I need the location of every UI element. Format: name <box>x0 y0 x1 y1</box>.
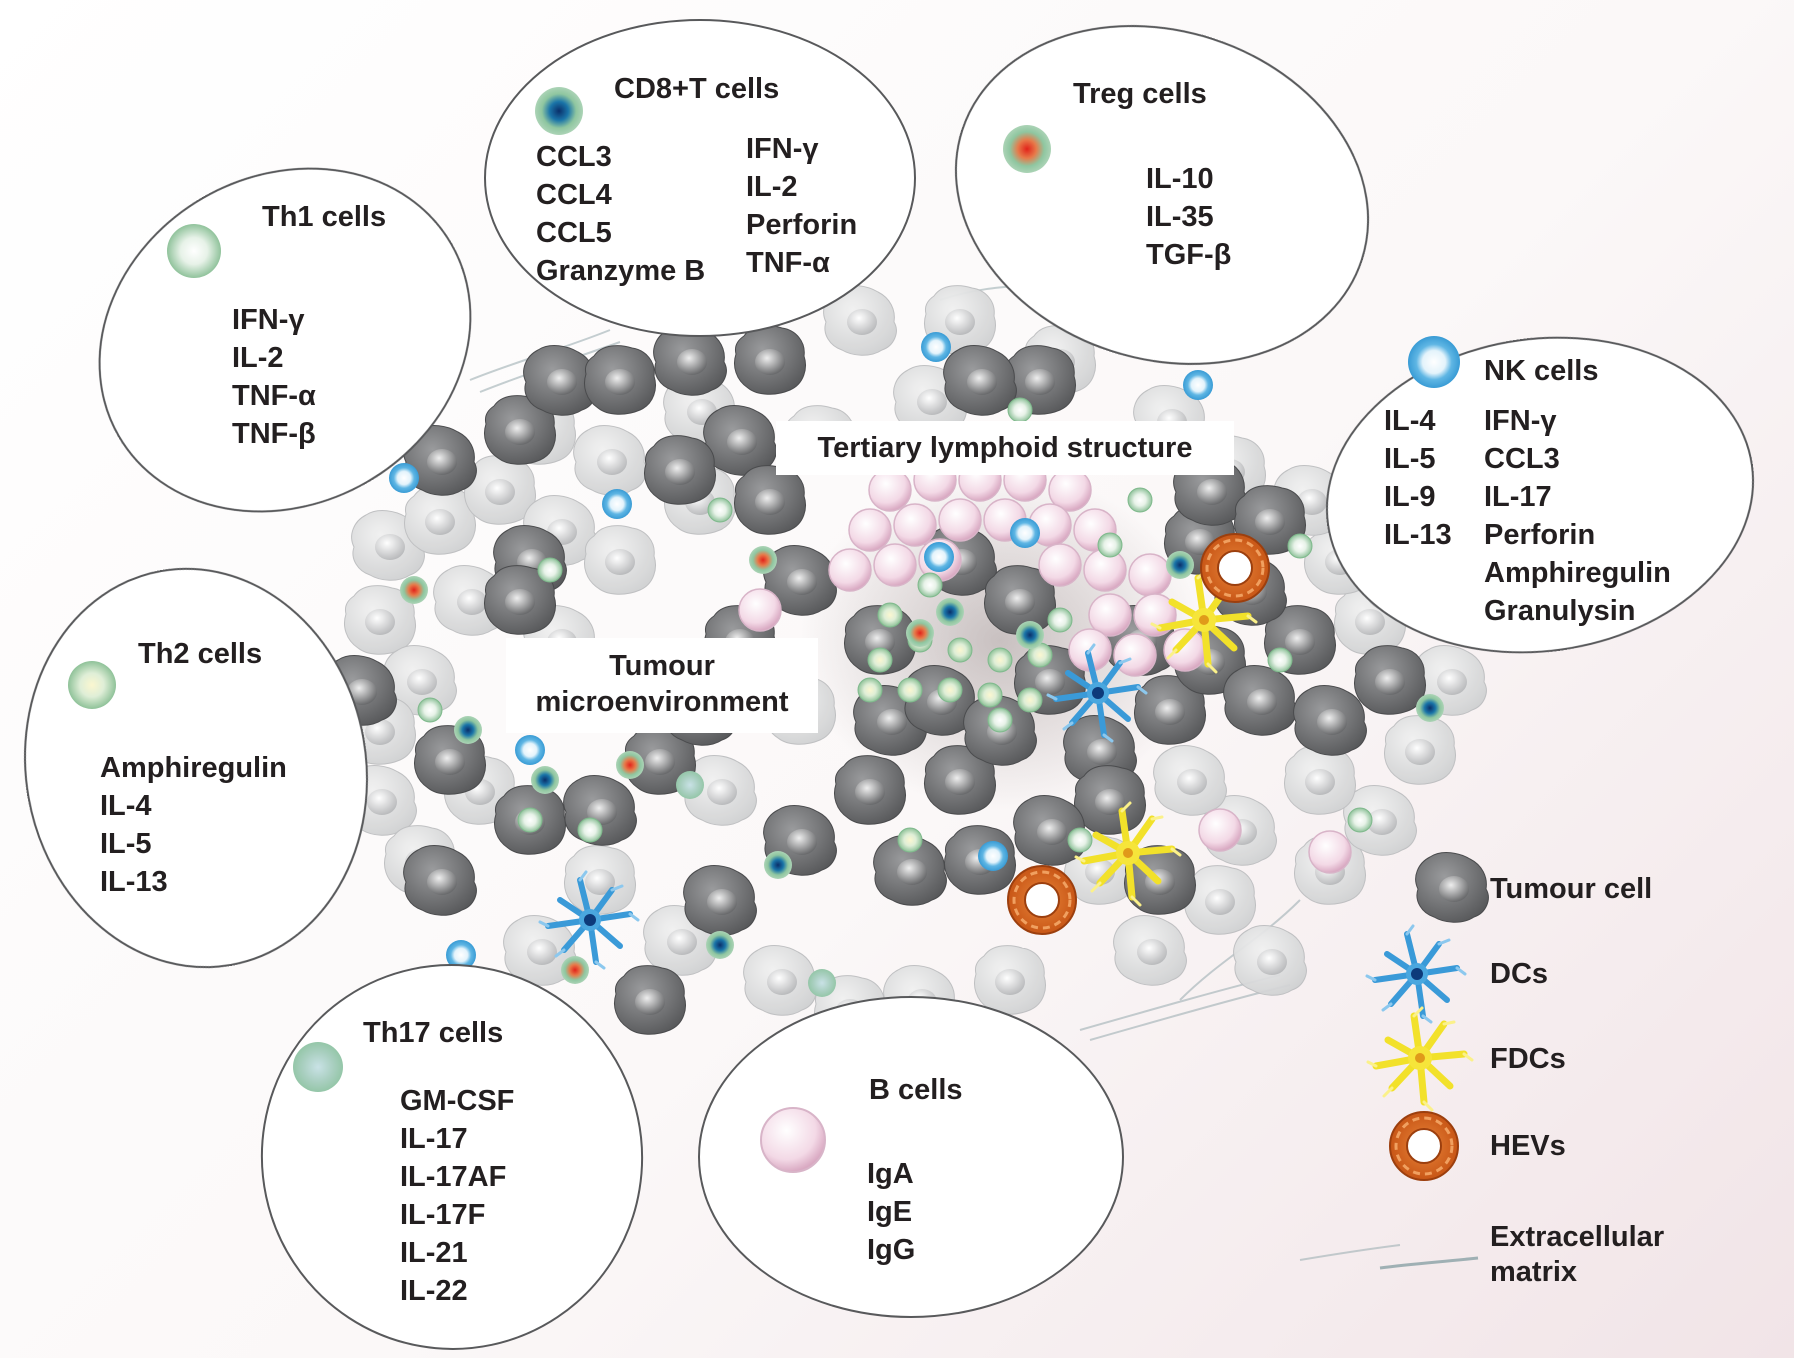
th1-item: IL-2 <box>232 342 284 374</box>
tme-label-box: Tumour microenvironment <box>506 638 818 733</box>
nk-item: IL-17 <box>1484 481 1552 513</box>
legend-dcs-label: DCs <box>1490 958 1549 990</box>
treg-item: IL-35 <box>1146 201 1214 233</box>
bcells-ellipse <box>698 996 1124 1318</box>
nk-item: CCL3 <box>1484 443 1560 475</box>
legend-fdc-icon <box>1368 1008 1472 1110</box>
cd8-item: Perforin <box>746 209 858 241</box>
th17-item: GM-CSF <box>400 1085 515 1117</box>
treg-cell-icon <box>1003 125 1051 173</box>
th17-item: IL-17AF <box>400 1161 507 1193</box>
bcells-list: IgA IgE IgG <box>867 1155 915 1269</box>
nk-col2: IFN-γ CCL3 IL-17 Perforin Amphiregulin G… <box>1484 402 1671 630</box>
th2-item: IL-4 <box>100 790 152 822</box>
treg-item: IL-10 <box>1146 163 1214 195</box>
nk-ellipse <box>1325 336 1755 654</box>
nk-item: Amphiregulin <box>1484 557 1671 589</box>
th17-item: IL-21 <box>400 1237 468 1269</box>
cd8-item: IFN-γ <box>746 133 819 165</box>
bcell-icon <box>760 1107 826 1173</box>
th2-ellipse <box>24 567 368 969</box>
legend-ecm-line1: Extracellular <box>1490 1221 1665 1253</box>
th1-item: TNF-α <box>232 380 316 412</box>
legend-tumour-cell-icon <box>1416 853 1489 923</box>
bcells-item: IgG <box>867 1234 916 1266</box>
cd8-item: CCL3 <box>536 141 612 173</box>
nk-item: IFN-γ <box>1484 405 1557 437</box>
cd8-cell-icon <box>535 87 583 135</box>
nk-title: NK cells <box>1484 355 1599 387</box>
th1-list: IFN-γ IL-2 TNF-α TNF-β <box>232 301 316 453</box>
th17-cell-icon <box>293 1042 343 1092</box>
th17-title: Th17 cells <box>363 1017 504 1049</box>
nk-item: IL-9 <box>1384 481 1436 513</box>
legend-icons <box>1367 853 1489 1270</box>
cd8-item: Granzyme B <box>536 255 706 287</box>
nk-item: Perforin <box>1484 519 1596 551</box>
cd8-item: CCL5 <box>536 217 612 249</box>
legend-ecm-icon <box>1379 1256 1479 1270</box>
legend-hevs-label: HEVs <box>1490 1130 1566 1162</box>
nk-col1: IL-4 IL-5 IL-9 IL-13 <box>1384 402 1452 554</box>
th17-list: GM-CSF IL-17 IL-17AF IL-17F IL-21 IL-22 <box>400 1082 514 1310</box>
treg-item: TGF-β <box>1146 239 1232 271</box>
th2-item: IL-13 <box>100 866 168 898</box>
th1-title: Th1 cells <box>262 201 387 233</box>
cd8-col2: IFN-γ IL-2 Perforin TNF-α <box>746 130 857 282</box>
bcells-title: B cells <box>869 1074 963 1106</box>
treg-list: IL-10 IL-35 TGF-β <box>1146 160 1231 274</box>
th2-item: Amphiregulin <box>100 752 287 784</box>
legend-ecm-line2: matrix <box>1490 1256 1578 1288</box>
ellipse-cell-icons <box>68 87 1460 1173</box>
legend-fdcs-label: FDCs <box>1490 1043 1566 1075</box>
bcells-item: IgA <box>867 1158 914 1190</box>
legend-dc-icon <box>1367 926 1465 1022</box>
legend-hev-icon <box>1388 1110 1460 1182</box>
th2-list: Amphiregulin IL-4 IL-5 IL-13 <box>100 749 287 901</box>
nk-cell-icon <box>1408 336 1460 388</box>
bcells-item: IgE <box>867 1196 913 1228</box>
treg-ellipse <box>954 25 1370 365</box>
th17-item: IL-17F <box>400 1199 486 1231</box>
th2-cell-icon <box>68 661 116 709</box>
th1-item: TNF-β <box>232 418 316 450</box>
th2-item: IL-5 <box>100 828 152 860</box>
nk-item: IL-5 <box>1384 443 1436 475</box>
th1-item: IFN-γ <box>232 304 305 336</box>
cd8-item: TNF-α <box>746 247 830 279</box>
th1-cell-icon <box>167 224 221 278</box>
tme-label-line1: Tumour <box>609 650 715 682</box>
cd8-col1: CCL3 CCL4 CCL5 Granzyme B <box>536 138 705 290</box>
nk-item: Granulysin <box>1484 595 1636 627</box>
nk-item: IL-13 <box>1384 519 1452 551</box>
legend-tumour-cell-label: Tumour cell <box>1490 873 1653 905</box>
treg-title: Treg cells <box>1073 78 1207 110</box>
th17-item: IL-17 <box>400 1123 468 1155</box>
cd8-item: CCL4 <box>536 179 612 211</box>
nk-item: IL-4 <box>1384 405 1436 437</box>
cd8-title: CD8+T cells <box>614 73 780 105</box>
tls-label: Tertiary lymphoid structure <box>817 432 1193 464</box>
legend-ecm-label: Extracellular matrix <box>1490 1220 1664 1290</box>
cd8-item: IL-2 <box>746 171 798 203</box>
th17-item: IL-22 <box>400 1275 468 1307</box>
tme-label-line2: microenvironment <box>535 686 789 718</box>
th17-ellipse <box>260 964 644 1350</box>
tls-label-box: Tertiary lymphoid structure <box>776 421 1234 475</box>
cd8-ellipse <box>484 19 916 337</box>
th2-title: Th2 cells <box>138 638 263 670</box>
